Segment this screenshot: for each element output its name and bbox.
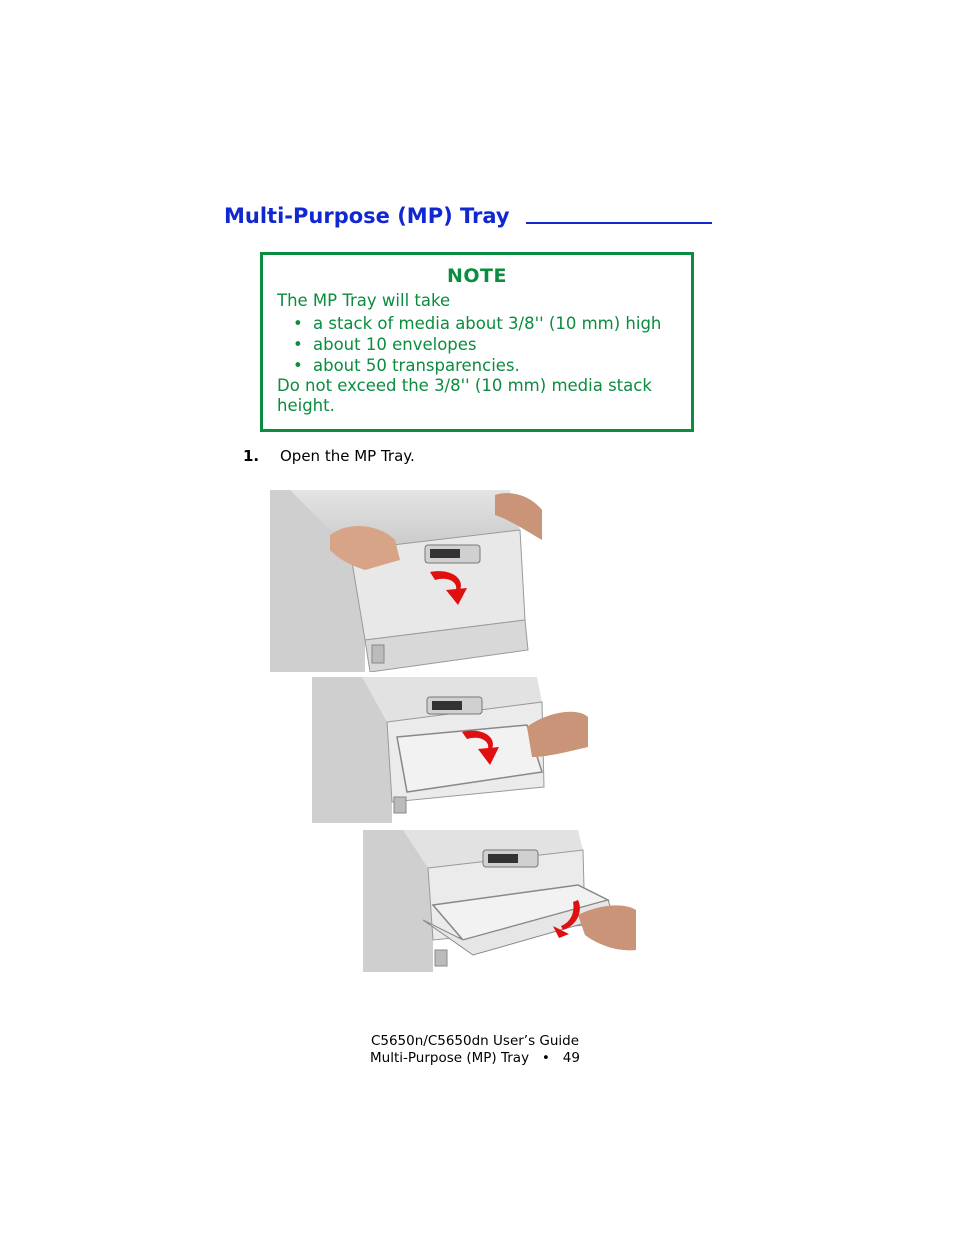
note-bullet-list: •a stack of media about 3/8'' (10 mm) hi…	[293, 314, 661, 377]
title-underline-rule	[525, 222, 712, 224]
step-1: 1. Open the MP Tray.	[243, 447, 415, 465]
photo-extending-tray-support	[363, 830, 636, 972]
list-item: •a stack of media about 3/8'' (10 mm) hi…	[293, 314, 662, 333]
note-box: NOTE The MP Tray will take •a stack of m…	[260, 252, 694, 432]
step-text: Open the MP Tray.	[280, 447, 415, 465]
printer-photo-icon	[270, 490, 544, 672]
printer-photo-icon	[312, 677, 588, 823]
step-number: 1.	[243, 447, 260, 465]
note-warning-line2: height.	[277, 396, 335, 415]
footer-guide-title: C5650n/C5650dn User’s Guide	[370, 1033, 580, 1049]
bullet-icon: •	[293, 356, 303, 375]
printer-photo-icon	[363, 830, 636, 972]
bullet-icon: •	[293, 314, 303, 333]
photo-opening-mp-tray	[312, 677, 588, 823]
list-item: •about 50 transparencies.	[293, 356, 520, 375]
section-title-text: Multi-Purpose (MP) Tray	[224, 204, 510, 228]
note-intro: The MP Tray will take	[277, 291, 451, 310]
section-title: Multi-Purpose (MP) Tray	[224, 198, 712, 228]
note-heading: NOTE	[447, 265, 507, 287]
photo-closing-front-cover	[270, 490, 544, 672]
footer-section-page: Multi-Purpose (MP) Tray • 49	[370, 1050, 580, 1066]
bullet-icon: •	[293, 335, 303, 354]
note-warning-line1: Do not exceed the 3/8'' (10 mm) media st…	[277, 376, 652, 395]
list-item: •about 10 envelopes	[293, 335, 477, 354]
